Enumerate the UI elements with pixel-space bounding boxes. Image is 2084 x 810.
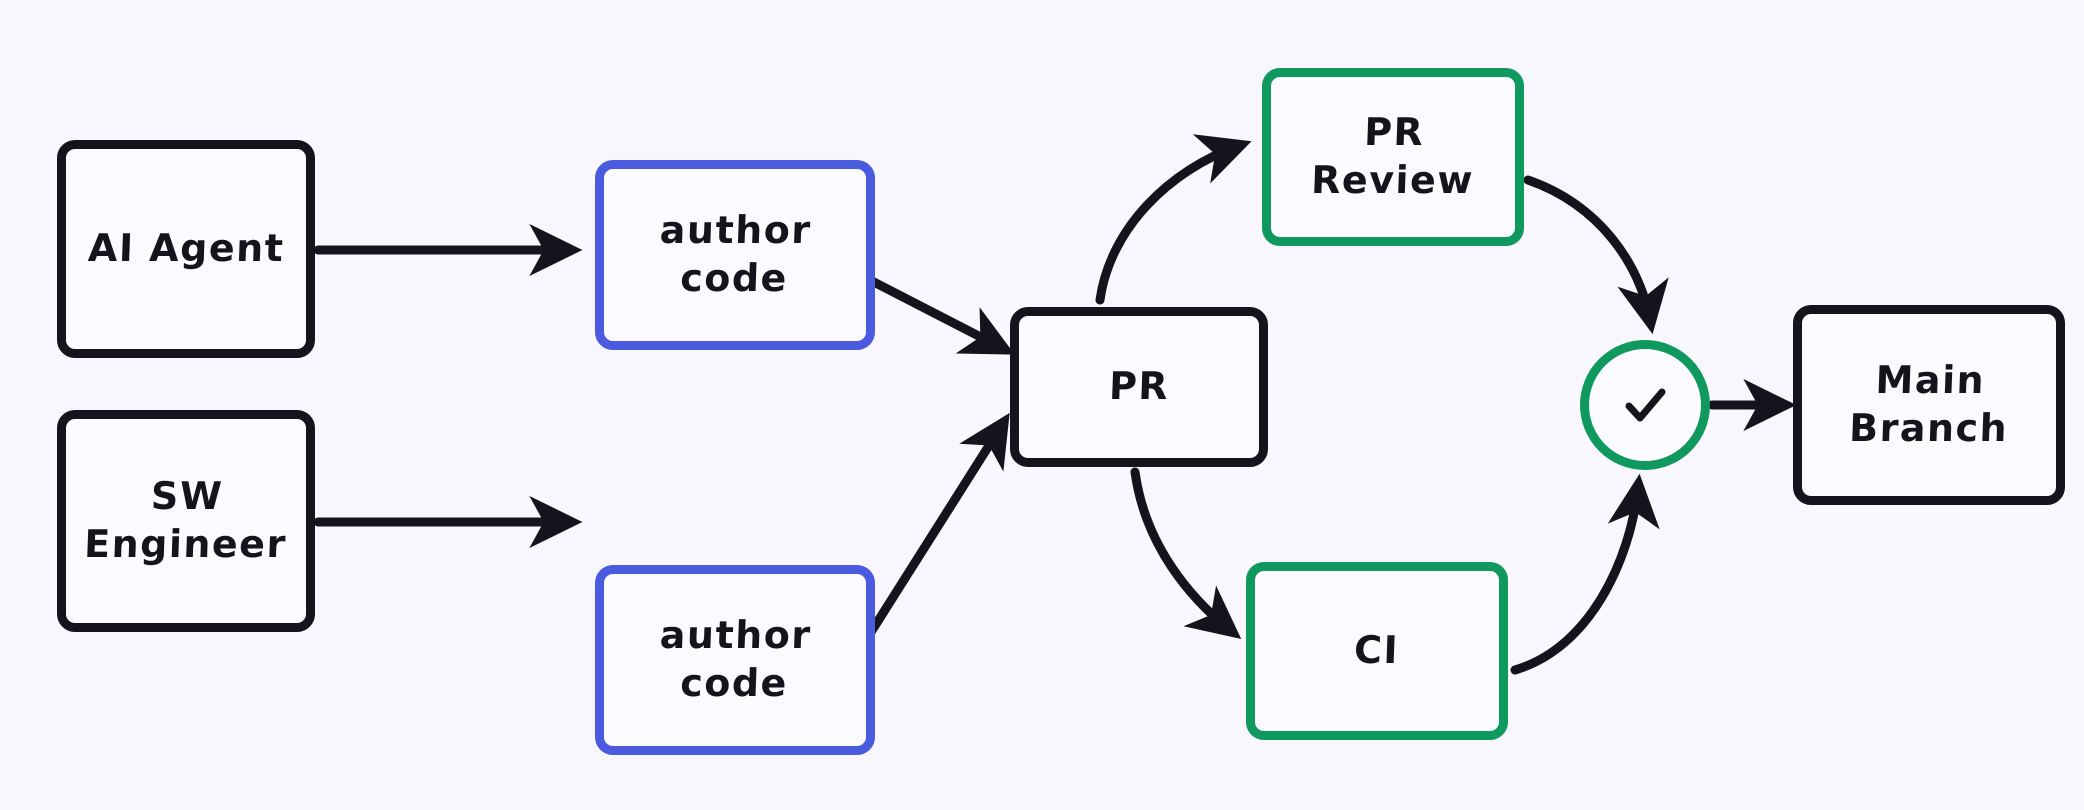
node-ai-agent-label: AI Agent [87, 226, 285, 271]
node-author-code-top[interactable]: author code [595, 160, 875, 350]
node-main-branch[interactable]: Main Branch [1793, 305, 2065, 505]
node-pr-review-label: PR Review [1310, 110, 1475, 202]
node-pr-review[interactable]: PR Review [1262, 68, 1524, 246]
edge-pr-review-to-check [1523, 175, 1669, 335]
node-ci[interactable]: CI [1246, 562, 1508, 740]
edge-pr-to-pr-review [1095, 134, 1252, 305]
node-ai-agent[interactable]: AI Agent [57, 140, 315, 358]
node-ci-label: CI [1353, 628, 1401, 673]
node-author-code-bottom-label: author code [659, 613, 813, 705]
node-sw-engineer[interactable]: SW Engineer [57, 410, 315, 632]
edge-author-code-2-to-pr [861, 412, 1010, 645]
node-author-code-top-label: author code [659, 208, 813, 300]
node-author-code-bottom[interactable]: author code [595, 565, 875, 755]
node-pr[interactable]: PR [1010, 307, 1268, 467]
edge-pr-to-ci [1130, 467, 1242, 639]
node-sw-engineer-label: SW Engineer [83, 474, 288, 566]
node-pr-label: PR [1108, 364, 1170, 409]
node-main-branch-label: Main Branch [1847, 358, 2009, 450]
edge-ci-to-check [1510, 473, 1660, 675]
node-merge-check[interactable] [1580, 340, 1710, 470]
edge-author-code-1-to-pr [861, 273, 1015, 355]
check-icon [1625, 388, 1666, 422]
